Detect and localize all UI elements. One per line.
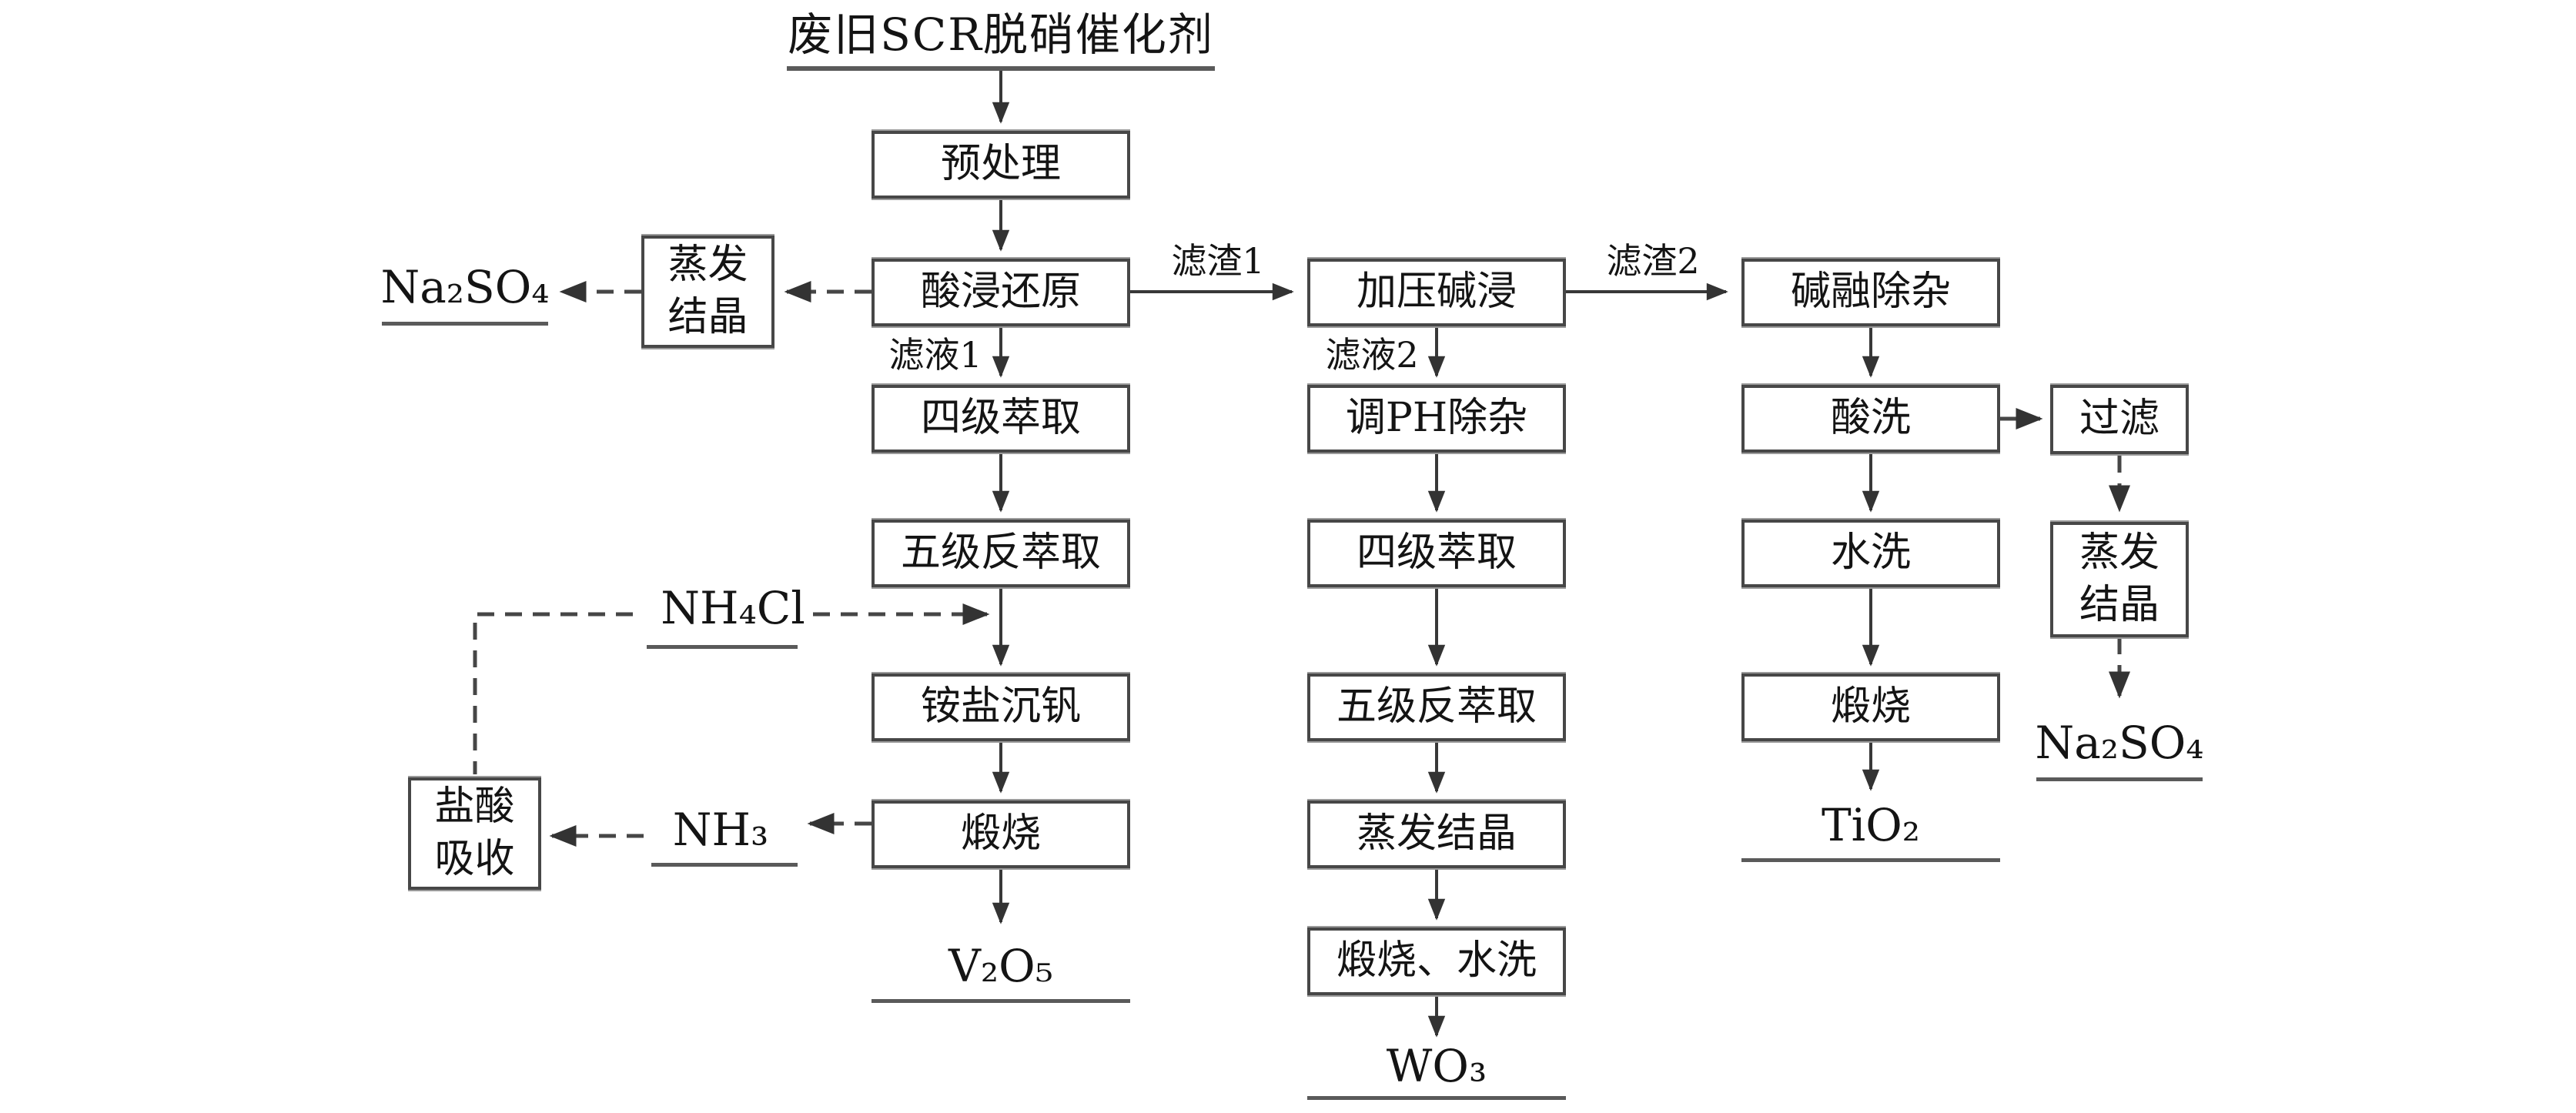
node-evaporation-crystallization-left: 蒸发 结晶 (641, 236, 774, 348)
edge-label-filtrate1: 滤液1 (888, 334, 982, 376)
node-five-stage-back-extraction-v: 五级反萃取 (871, 520, 1130, 587)
node-evaporation-crystallization-w: 蒸发结晶 (1307, 800, 1566, 868)
node-four-stage-extraction-w: 四级萃取 (1307, 520, 1566, 587)
product-wo3: WO₃ (1386, 1040, 1487, 1092)
node-calcination-v: 煅烧 (871, 800, 1130, 868)
product-tio2: TiO₂ (1821, 799, 1921, 851)
node-alkali-fusion-impurity-removal: 碱融除杂 (1741, 259, 2000, 326)
node-water-wash: 水洗 (1741, 520, 2000, 587)
node-ph-adjust-impurity-removal: 调PH除杂 (1307, 385, 1566, 453)
node-acid-leach-reduction: 酸浸还原 (871, 259, 1130, 326)
node-calcination-ti: 煅烧 (1741, 673, 2000, 741)
edge-label-residue2: 滤渣2 (1606, 240, 1700, 282)
product-na2so4-left: Na₂SO₄ (380, 261, 550, 313)
node-hcl-absorption: 盐酸 吸收 (408, 777, 541, 890)
nh4cl-underline (647, 645, 798, 649)
node-pretreatment: 预处理 (871, 131, 1130, 199)
product-na2so4-right: Na₂SO₄ (2035, 717, 2204, 769)
node-filtration: 过滤 (2050, 385, 2189, 454)
edge-label-filtrate2: 滤液2 (1325, 334, 1419, 376)
nh3-underline (651, 863, 798, 867)
reagent-nh4cl: NH₄Cl (661, 582, 805, 634)
wo3-underline (1307, 1096, 1566, 1100)
edge-label-residue1: 滤渣1 (1171, 240, 1265, 282)
na2so4-left-underline (382, 322, 548, 326)
diagram-title: 废旧SCR脱硝催化剂 (788, 8, 1214, 61)
v2o5-underline (871, 999, 1130, 1003)
node-acid-wash: 酸洗 (1741, 385, 2000, 453)
reagent-nh3: NH₃ (672, 804, 769, 856)
node-ammonium-salt-v-precipitation: 铵盐沉钒 (871, 673, 1130, 741)
product-v2o5: V₂O₅ (948, 940, 1053, 992)
node-four-stage-extraction-v: 四级萃取 (871, 385, 1130, 453)
dashed-line-nh4cl-to-hcl-absorption (473, 612, 633, 774)
na2so4-right-underline (2036, 777, 2203, 781)
tio2-underline (1741, 858, 2000, 862)
node-evaporation-crystallization-right: 蒸发 结晶 (2050, 522, 2189, 637)
node-five-stage-back-extraction-w: 五级反萃取 (1307, 673, 1566, 741)
node-calcination-water-wash: 煅烧、水洗 (1307, 928, 1566, 995)
node-pressure-alkali-leach: 加压碱浸 (1307, 259, 1566, 326)
title-underline (787, 66, 1215, 71)
